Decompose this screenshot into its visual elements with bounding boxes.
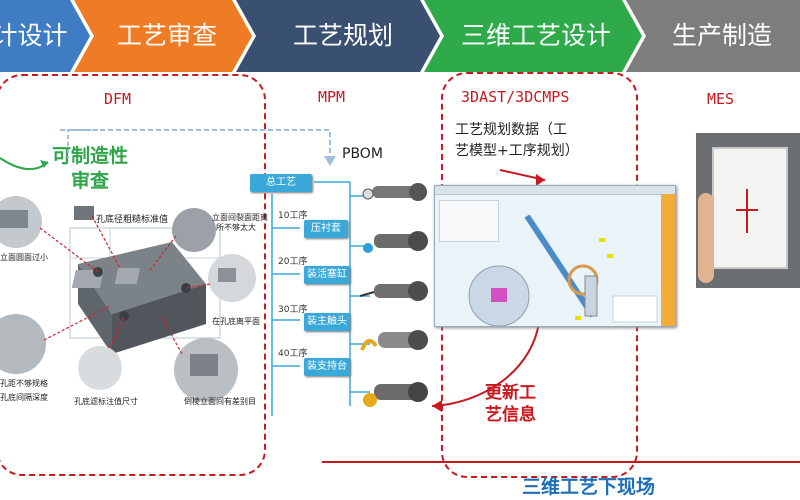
mpm-step-1-node[interactable]: 压衬套 bbox=[304, 220, 348, 238]
mpm-step-1-number: 10工序 bbox=[278, 211, 308, 221]
flow-step-5-shape bbox=[626, 0, 800, 72]
dfm-callout-9: 倒棱立面间有差别目 bbox=[184, 397, 256, 406]
three-d-note: 工艺规划数据（工 艺模型+工序规划） bbox=[455, 120, 579, 162]
dfm-callout-6: 在孔底离平面 bbox=[212, 317, 260, 326]
dfm-callout-2: 立面间裂面距离 bbox=[212, 213, 268, 222]
mpm-dashed-arrow bbox=[60, 129, 336, 166]
mpm-step-4-number: 40工序 bbox=[278, 349, 308, 359]
dfm-callout-7: 孔底间隔深度 bbox=[0, 393, 48, 402]
mpm-step-2-node[interactable]: 装活塞缸 bbox=[304, 266, 350, 284]
flow-step-1-label: 计设计 bbox=[0, 21, 68, 50]
three-d-update-line2: 艺信息 bbox=[485, 405, 536, 425]
three-d-update-line1: 更新工 bbox=[485, 383, 536, 403]
dfm-callout-8: 孔底滤标注值尺寸 bbox=[74, 397, 138, 406]
dfm-title-line1: 可制造性 bbox=[52, 145, 129, 167]
flow-step-4-shape bbox=[424, 0, 642, 72]
section-3d-label: 3DAST/3DCMPS bbox=[461, 88, 570, 106]
footer-divider bbox=[322, 461, 800, 463]
mpm-step-3-node[interactable]: 装主触头 bbox=[304, 313, 350, 331]
mpm-part-thumbnails bbox=[360, 183, 428, 407]
pbom-label: PBOM bbox=[342, 146, 383, 162]
flow-step-5-label: 生产制造 bbox=[671, 21, 772, 50]
flow-step-2-label: 工艺审查 bbox=[116, 21, 217, 50]
flow-step-1-shape bbox=[0, 0, 90, 72]
mpm-root-node[interactable]: 总工艺 bbox=[250, 174, 312, 192]
dfm-title: 可制造性 审查 bbox=[52, 144, 128, 194]
flow-step-4-label: 三维工艺设计 bbox=[460, 21, 611, 50]
section-mpm-label: MPM bbox=[318, 88, 346, 106]
footer-caption: 三维工艺下现场 bbox=[522, 476, 656, 498]
dfm-callout-1: 孔底径粗糙标准值 bbox=[96, 215, 169, 225]
three-d-note-line2: 艺模型+工序规划） bbox=[455, 143, 579, 159]
mpm-step-4-node[interactable]: 装支持台 bbox=[304, 358, 350, 376]
dfm-callout-3: 所不够太大 bbox=[216, 223, 256, 232]
section-dfm-label: DFM bbox=[104, 90, 132, 108]
mpm-step-3-number: 30工序 bbox=[278, 305, 308, 315]
mpm-step-2-number: 20工序 bbox=[278, 257, 308, 267]
mes-workstation-photo bbox=[696, 133, 800, 288]
flow-step-2-shape bbox=[74, 0, 252, 72]
three-d-update-note: 更新工 艺信息 bbox=[485, 382, 536, 426]
dfm-callout-4: 立面圆面过小 bbox=[0, 253, 48, 262]
process-flow-bar bbox=[0, 0, 800, 72]
section-mes-label: MES bbox=[707, 90, 735, 108]
three-d-note-line1: 工艺规划数据（工 bbox=[455, 122, 567, 138]
flow-step-3-label: 工艺规划 bbox=[292, 21, 393, 50]
three-d-software-window bbox=[434, 185, 676, 327]
dfm-dashed-frame bbox=[0, 74, 266, 476]
dfm-part-illustration bbox=[0, 129, 256, 402]
dfm-callout-5: 孔距不够规格 bbox=[0, 379, 48, 388]
flow-step-3-shape bbox=[236, 0, 440, 72]
dfm-title-line2: 审查 bbox=[71, 170, 110, 192]
